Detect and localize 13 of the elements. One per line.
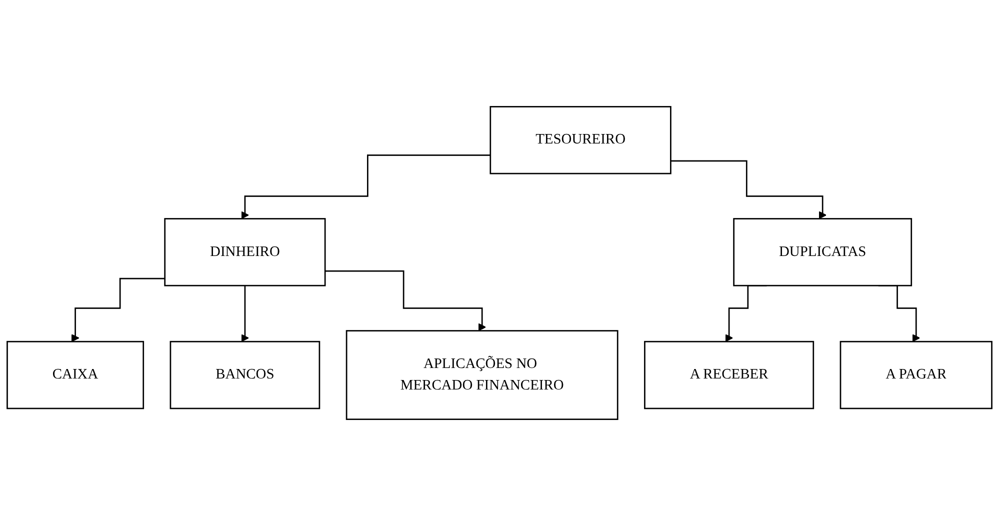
node-box: DUPLICATAS (733, 218, 912, 286)
arrow (240, 284, 249, 342)
arrow (670, 160, 827, 220)
node-box: APLICAÇÕES NO MERCADO FINANCEIRO (346, 330, 618, 420)
node-box: BANCOS (170, 340, 320, 410)
arrow (71, 278, 165, 342)
node-box: DINHEIRO (164, 218, 326, 286)
arrow (240, 154, 490, 220)
node-box: TESOUREIRO (490, 106, 672, 174)
node-box: CAIXA (6, 340, 144, 410)
arrow (325, 270, 486, 332)
node-box: A RECEBER (644, 340, 814, 410)
node-box: A PAGAR (840, 340, 992, 410)
